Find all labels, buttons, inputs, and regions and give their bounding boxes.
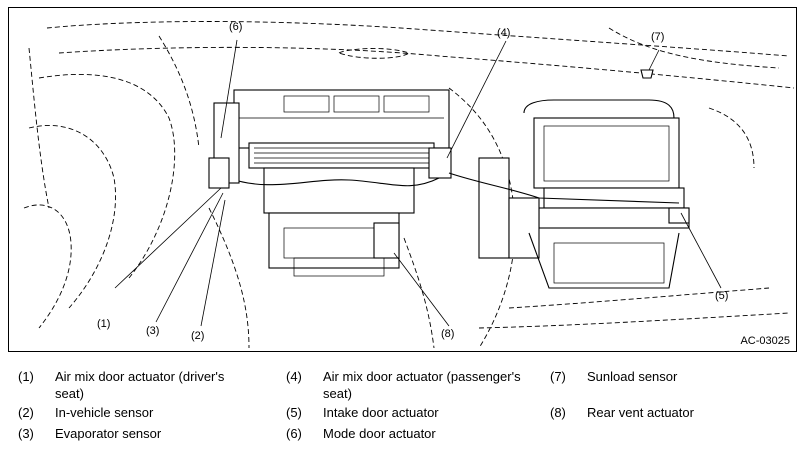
callout-8: (8) bbox=[441, 328, 455, 340]
dashboard-outline bbox=[23, 21, 795, 349]
legend-text: Air mix door actuator (passenger's seat) bbox=[323, 369, 521, 401]
legend-text: Rear vent actuator bbox=[587, 405, 694, 420]
callout-4: (4) bbox=[497, 27, 511, 39]
legend-number: (6) bbox=[286, 426, 302, 441]
legend-number: (5) bbox=[286, 405, 302, 420]
callout-3: (3) bbox=[146, 325, 160, 337]
diagram-drawing bbox=[23, 21, 795, 349]
legend-text: Air mix door actuator (driver's seat) bbox=[55, 369, 225, 401]
legend-number: (1) bbox=[18, 369, 34, 384]
hvac-component-diagram: (1) (2) (3) (4) (5) (6) (7) (8) AC-03025 bbox=[8, 7, 797, 352]
legend-number: (2) bbox=[18, 405, 34, 420]
legend-number: (3) bbox=[18, 426, 34, 441]
figure-code: AC-03025 bbox=[740, 335, 790, 347]
legend-number: (7) bbox=[550, 369, 566, 384]
legend-text: Intake door actuator bbox=[323, 405, 439, 420]
legend-number: (8) bbox=[550, 405, 566, 420]
hvac-unit-center bbox=[208, 89, 452, 277]
sunload-sensor-shape bbox=[640, 69, 654, 79]
callout-6: (6) bbox=[229, 21, 243, 33]
blower-unit-right bbox=[448, 99, 690, 289]
legend-number: (4) bbox=[286, 369, 302, 384]
callout-1: (1) bbox=[97, 318, 111, 330]
callout-5: (5) bbox=[715, 290, 729, 302]
legend-text: Mode door actuator bbox=[323, 426, 436, 441]
legend-text: Evaporator sensor bbox=[55, 426, 162, 441]
callout-2: (2) bbox=[191, 330, 205, 342]
callout-7: (7) bbox=[651, 31, 665, 43]
legend-text: In-vehicle sensor bbox=[55, 405, 154, 420]
leader-lines bbox=[114, 39, 722, 327]
legend-text: Sunload sensor bbox=[587, 369, 678, 384]
legend: (1) Air mix door actuator (driver's seat… bbox=[0, 360, 804, 450]
